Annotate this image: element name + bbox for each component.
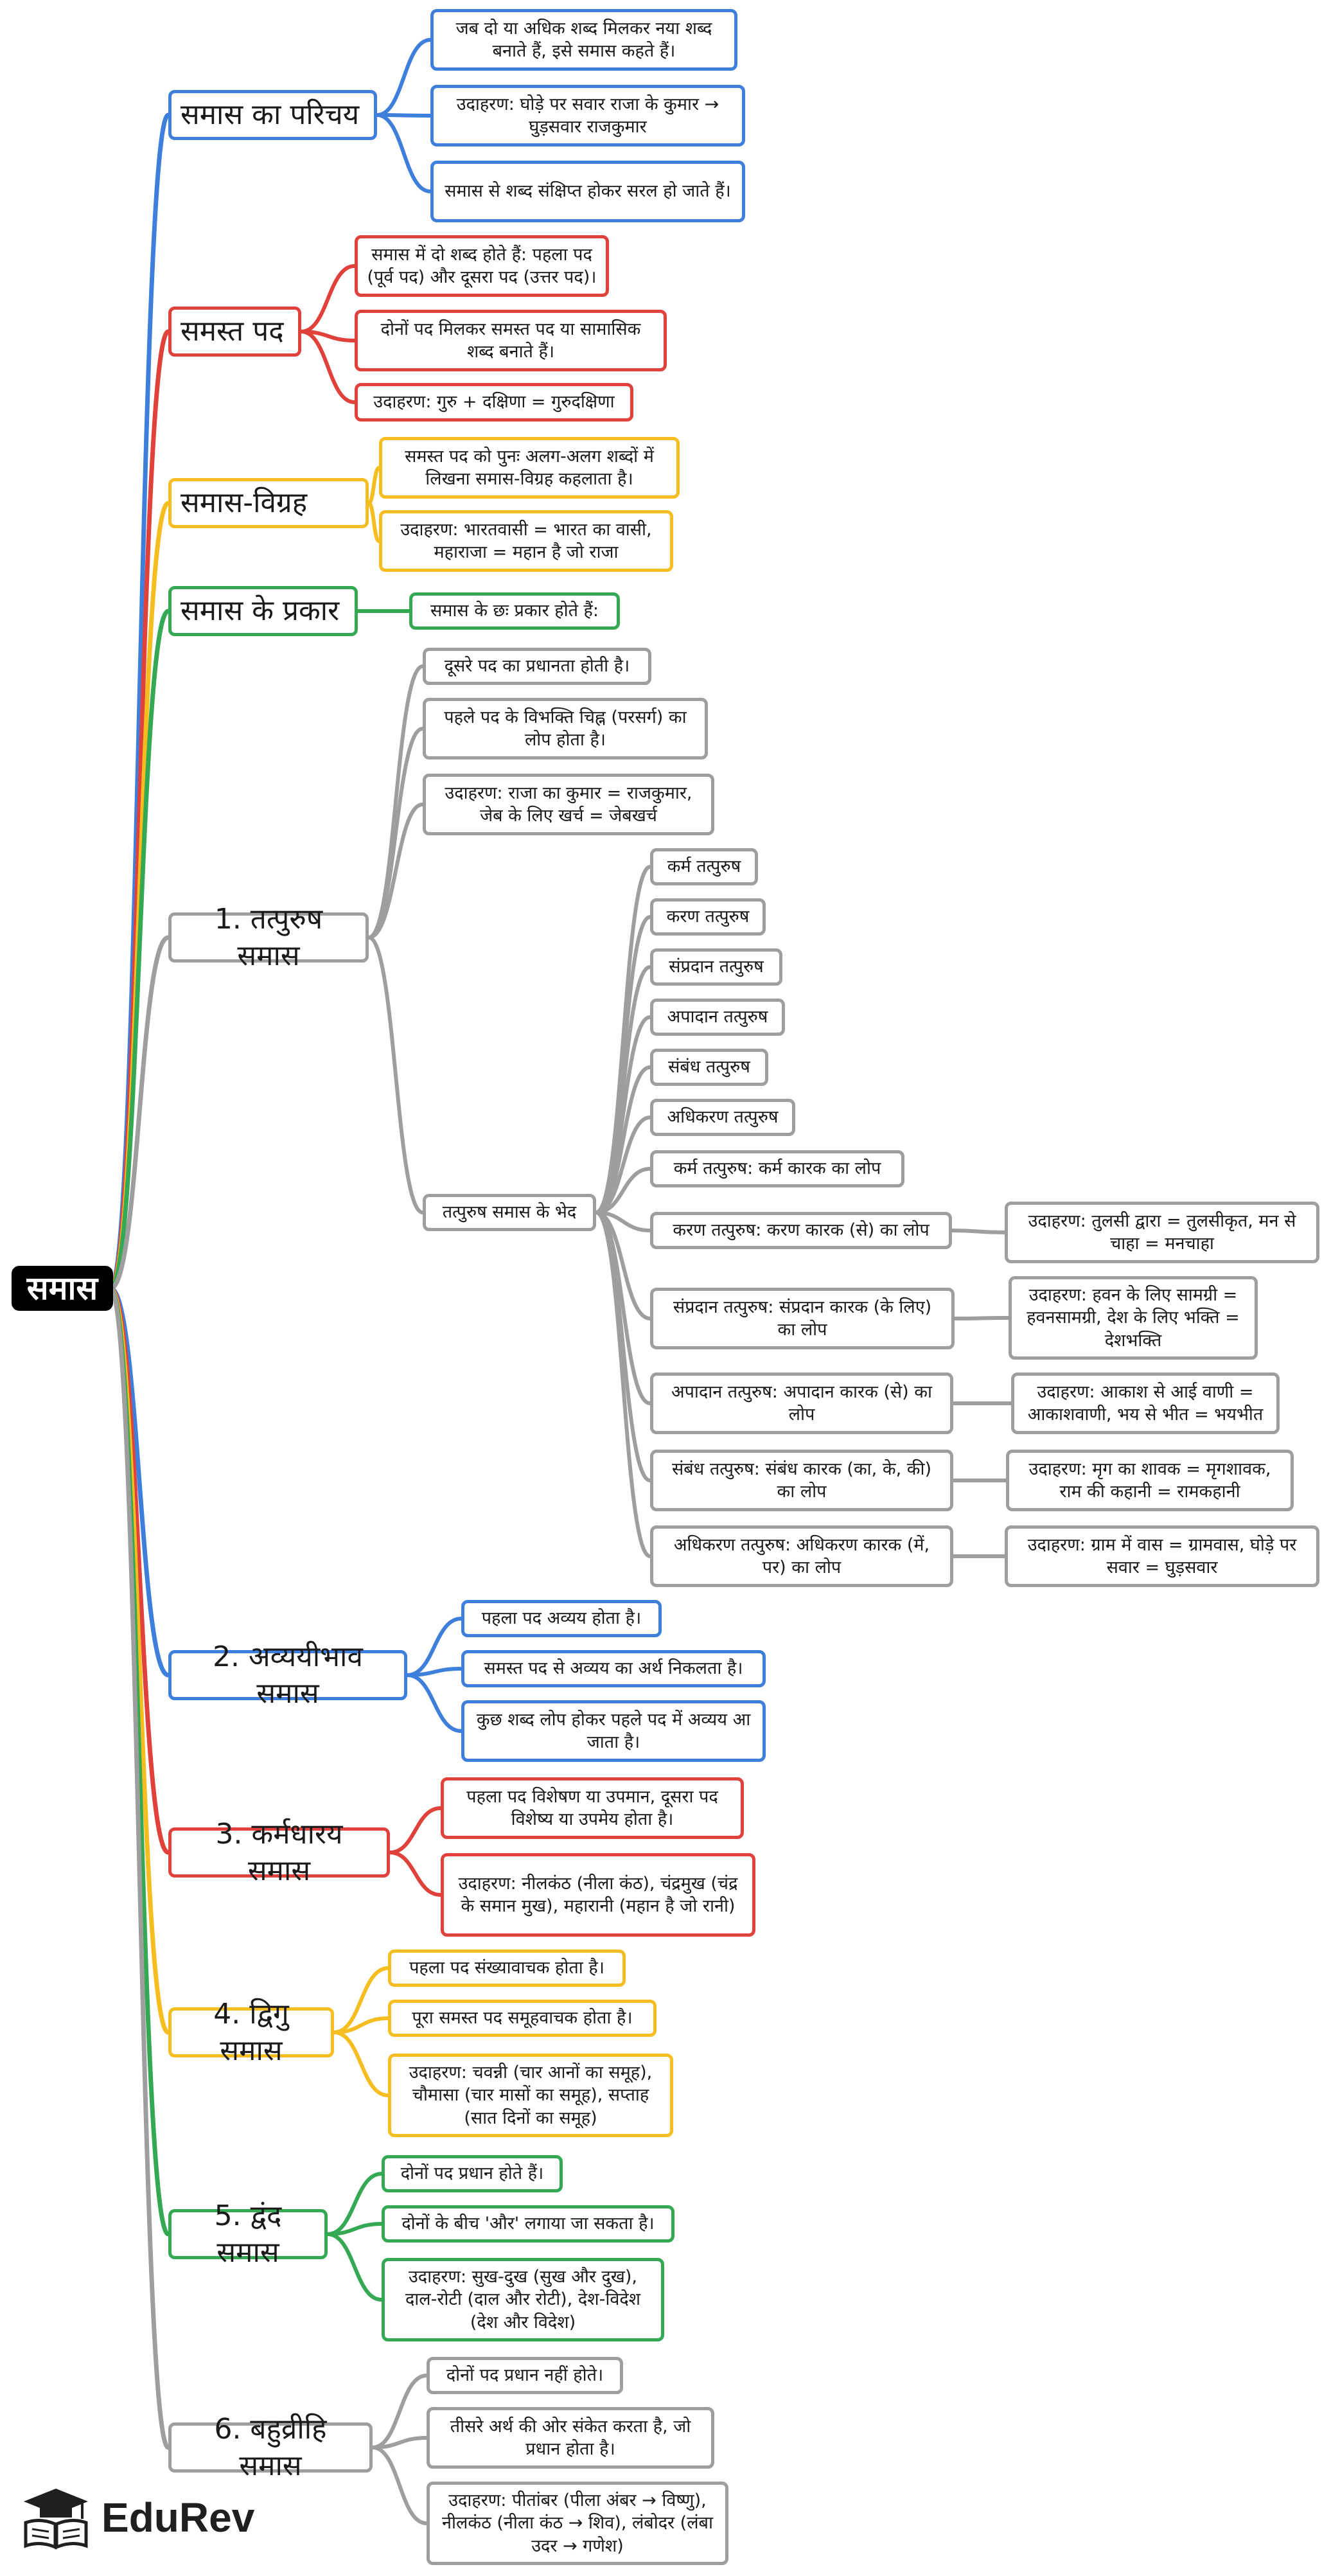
branch-intro: समास का परिचय: [168, 90, 377, 140]
intro-item-2: उदाहरण: घोड़े पर सवार राजा के कुमार → घु…: [430, 85, 745, 147]
branch-bahuvrihi-samas: 6. बहुव्रीहि समास: [168, 2413, 373, 2482]
intro-item-3: समास से शब्द संक्षिप्त होकर सरल हो जाते …: [430, 161, 745, 222]
branch-avyayibhav-samas: 2. अव्ययीभाव समास: [168, 1640, 407, 1710]
vigrah-item-1: समस्त पद को पुनः अलग-अलग शब्दों में लिखन…: [379, 437, 680, 499]
bhed-sampradan-detail: संप्रदान तत्पुरुष: संप्रदान कारक (के लिए…: [650, 1288, 955, 1349]
example-sambandh: उदाहरण: मृग का शावक = मृगशावक, राम की कह…: [1006, 1450, 1294, 1511]
karmadharay-item-1: पहला पद विशेषण या उपमान, दूसरा पद विशेष्…: [441, 1777, 744, 1839]
branch-tatpurush-samas: 1. तत्पुरुष समास: [168, 903, 369, 972]
bhed-karan: करण तत्पुरुष: [650, 898, 766, 936]
dvigu-item-2: पूरा समस्त पद समूहवाचक होता है।: [388, 2000, 657, 2037]
avyayibhav-item-3: कुछ शब्द लोप होकर पहले पद में अव्यय आ जा…: [461, 1700, 766, 1762]
avyayibhav-item-2: समस्त पद से अव्यय का अर्थ निकलता है।: [461, 1650, 766, 1687]
graduation-cap-book-icon: [24, 2489, 88, 2550]
dvigu-item-3: उदाहरण: चवन्नी (चार आनों का समूह), चौमास…: [388, 2054, 673, 2137]
bhed-sampradan: संप्रदान तत्पुरुष: [650, 948, 782, 986]
intro-item-1: जब दो या अधिक शब्द मिलकर नया शब्द बनाते …: [430, 9, 737, 71]
dvandva-item-1: दोनों पद प्रधान होते हैं।: [382, 2155, 563, 2192]
bahuvrihi-item-3: उदाहरण: पीतांबर (पीला अंबर → विष्णु), नी…: [427, 2482, 728, 2565]
bahuvrihi-item-2: तीसरे अर्थ की ओर संकेत करता है, जो प्रधा…: [427, 2407, 714, 2469]
tatpurush-item-2: पहले पद के विभक्ति चिह्न (परसर्ग) का लोप…: [423, 698, 708, 759]
avyayibhav-item-1: पहला पद अव्यय होता है।: [461, 1600, 662, 1637]
example-karan: उदाहरण: तुलसी द्वारा = तुलसीकृत, मन से च…: [1005, 1202, 1319, 1263]
bhed-adhikaran-detail: अधिकरण तत्पुरुष: अधिकरण कारक (में, पर) क…: [650, 1525, 953, 1587]
logo-text: EduRev: [101, 2494, 255, 2541]
branch-dvandva-samas: 5. द्वंद समास: [168, 2199, 328, 2269]
dvandva-item-2: दोनों के बीच 'और' लगाया जा सकता है।: [382, 2205, 674, 2243]
branch-samast-pad: समस्त पद: [168, 306, 301, 357]
tatpurush-bhed-node: तत्पुरुष समास के भेद: [423, 1194, 596, 1231]
branch-dvigu-samas: 4. द्विगु समास: [168, 1998, 334, 2067]
root-node: समास: [12, 1266, 113, 1311]
bhed-apadan-detail: अपादान तत्पुरुष: अपादान कारक (से) का लोप: [650, 1372, 953, 1434]
bhed-sambandh: संबंध तत्पुरुष: [650, 1049, 768, 1086]
dvandva-item-3: उदाहरण: सुख-दुख (सुख और दुख), दाल-रोटी (…: [382, 2258, 664, 2341]
bhed-adhikaran: अधिकरण तत्पुरुष: [650, 1099, 795, 1136]
vigrah-item-2: उदाहरण: भारतवासी = भारत का वासी, महाराजा…: [379, 510, 673, 572]
samast-item-2: दोनों पद मिलकर समस्त पद या सामासिक शब्द …: [355, 310, 667, 371]
branch-karmadharay-samas: 3. कर्मधारय समास: [168, 1818, 390, 1887]
tatpurush-item-1: दूसरे पद का प्रधानता होती है।: [423, 648, 651, 685]
example-adhikaran: उदाहरण: ग्राम में वास = ग्रामवास, घोड़े …: [1005, 1525, 1319, 1587]
branch-samas-ke-prakar: समास के प्रकार: [168, 586, 358, 636]
samast-item-1: समास में दो शब्द होते हैं: पहला पद (पूर्…: [355, 235, 609, 297]
bahuvrihi-item-1: दोनों पद प्रधान नहीं होते।: [427, 2357, 623, 2394]
prakar-item-1: समास के छः प्रकार होते हैं:: [409, 592, 620, 630]
tatpurush-item-3: उदाहरण: राजा का कुमार = राजकुमार, जेब के…: [423, 774, 714, 835]
bhed-karm: कर्म तत्पुरुष: [650, 848, 758, 885]
edurev-logo: EduRev: [21, 2485, 254, 2550]
bhed-sambandh-detail: संबंध तत्पुरुष: संबंध कारक (का, के, की) …: [650, 1450, 953, 1511]
karmadharay-item-2: उदाहरण: नीलकंठ (नीला कंठ), चंद्रमुख (चंद…: [441, 1853, 755, 1937]
example-sampradan: उदाहरण: हवन के लिए सामग्री = हवनसामग्री,…: [1009, 1276, 1258, 1360]
example-apadan: उदाहरण: आकाश से आई वाणी = आकाशवाणी, भय स…: [1011, 1372, 1280, 1434]
dvigu-item-1: पहला पद संख्यावाचक होता है।: [388, 1950, 626, 1987]
bhed-karm-detail: कर्म तत्पुरुष: कर्म कारक का लोप: [650, 1150, 904, 1187]
branch-samas-vigrah: समास-विग्रह: [168, 478, 369, 528]
bhed-karan-detail: करण तत्पुरुष: करण कारक (से) का लोप: [650, 1212, 952, 1249]
bhed-apadan: अपादान तत्पुरुष: [650, 999, 785, 1036]
samast-item-3: उदाहरण: गुरु + दक्षिणा = गुरुदक्षिणा: [355, 383, 633, 422]
